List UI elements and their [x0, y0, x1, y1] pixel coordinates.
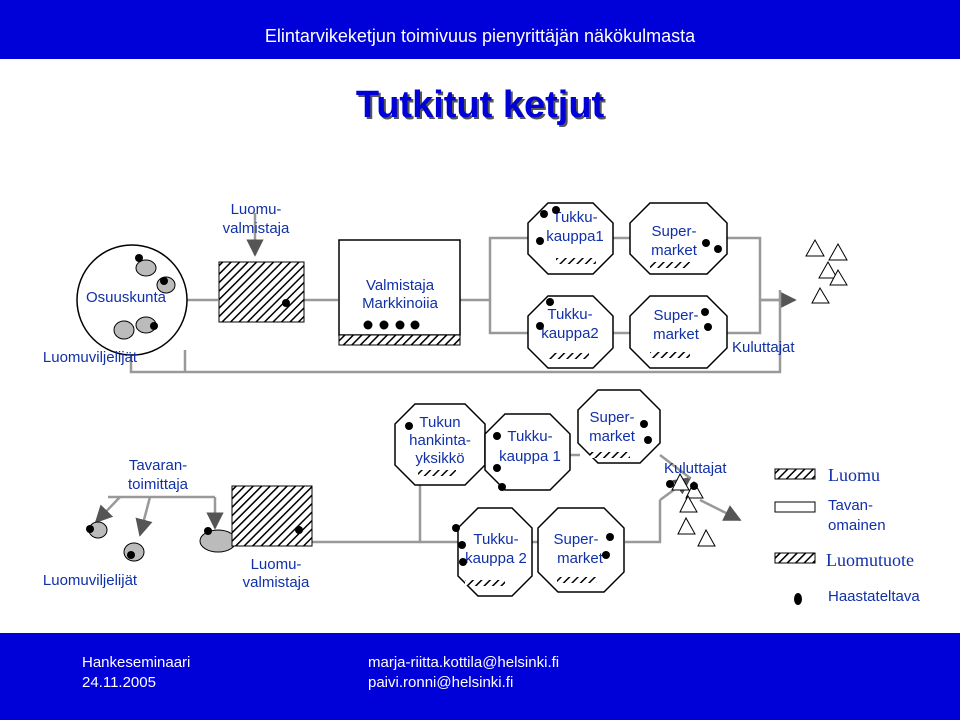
chain2-kuluttajat-node [671, 472, 716, 547]
chain1-supermarket-b-line2: market [653, 326, 700, 343]
chain2-tukkukauppa2-line1: Tukku- [473, 531, 518, 548]
chain1-tukkukauppa1-line1: Tukku- [552, 209, 597, 226]
valmistaja-line2: Markkinoiia [362, 295, 439, 312]
tukun-hankinta-line1: Tukun [419, 414, 460, 431]
chain2-supermarket-a-node: Super- market [577, 389, 661, 464]
footer-date: 24.11.2005 [82, 674, 156, 691]
legend-haastateltava-label: Haastateltava [828, 588, 920, 605]
legend-luomu-swatch [774, 468, 816, 480]
chain1-kuluttajat-label: Kuluttajat [732, 339, 795, 356]
legend-tavanomainen-swatch [774, 501, 816, 513]
chain-1: Osuuskunta Luomuviljelijät Luomu- valmis… [43, 201, 848, 374]
chain2-supermarket-b-line2: market [557, 550, 604, 567]
chain2-luomuvalmistaja-line1: Luomu- [251, 556, 302, 573]
tavarantoimittaja-line1: Tavaran- [129, 457, 187, 474]
chain1-tukkukauppa2-node: Tukku- kauppa2 [527, 295, 614, 369]
chain2-luomuvalmistaja-line2: valmistaja [243, 574, 310, 591]
chain2-luomuviljelijat-label: Luomuviljelijät [43, 572, 138, 589]
tukun-hankinta-line2: hankinta- [409, 432, 471, 449]
chain2-tukkukauppa2-node: Tukku- kauppa 2 [452, 507, 533, 597]
tukun-hankinta-line3: yksikkö [415, 450, 464, 467]
footer-email-2[interactable]: paivi.ronni@helsinki.fi [368, 674, 514, 691]
osuuskunta-label: Osuuskunta [86, 289, 167, 306]
legend-luomutuote-swatch [774, 552, 816, 564]
chain2-luomuvalmistaja-node: Luomu- valmistaja [231, 485, 313, 591]
chain2-kuluttajat-label: Kuluttajat [664, 460, 727, 477]
chain2-supermarket-a-line2: market [589, 428, 636, 445]
main-title: Tutkitut ketjut [355, 84, 605, 126]
chain2-supermarket-a-line1: Super- [589, 409, 634, 426]
chain1-supermarket-a-line2: market [651, 242, 698, 259]
footer-right: marja-riitta.kottila@helsinki.fi paivi.r… [368, 653, 559, 693]
tukun-hankintayksikko-node: Tukun hankinta- yksikkö [394, 403, 486, 486]
chain2-tukkukauppa2-line2: kauppa 2 [465, 550, 527, 567]
valmistaja-node: Valmistaja Markkinoiia [338, 239, 461, 346]
legend: Luomu Tavan- omainen Luomutuote Haastate… [774, 465, 920, 605]
chain2-tukkukauppa1-line2: kauppa 1 [499, 448, 561, 465]
legend-haastateltava-dot [794, 593, 802, 605]
chain1-tukkukauppa1-node: Tukku- kauppa1 [527, 202, 614, 275]
chain2-tukkukauppa1-line1: Tukku- [507, 428, 552, 445]
chain1-supermarket-b-node: Super- market [629, 295, 728, 369]
legend-luomu-label: Luomu [828, 465, 880, 485]
chain2-tukkukauppa1-node: Tukku- kauppa 1 [484, 413, 571, 491]
valmistaja-line1: Valmistaja [366, 277, 435, 294]
chain1-supermarket-b-line1: Super- [653, 307, 698, 324]
chain1-luomuviljelijat-label: Luomuviljelijät [43, 349, 138, 366]
chain1-luomuvalmistaja-node: Luomu- valmistaja [218, 201, 305, 323]
chain-2-flows [94, 453, 742, 544]
chain1-luomuvalmistaja-line2: valmistaja [223, 220, 290, 237]
chain2-supermarket-b-line1: Super- [553, 531, 598, 548]
chain1-luomuvalmistaja-line1: Luomu- [231, 201, 282, 218]
osuuskunta-node: Osuuskunta [76, 244, 188, 356]
header-title: Elintarvikeketjun toimivuus pienyrittäjä… [264, 26, 696, 46]
legend-tavanomainen-line1: Tavan- [828, 497, 873, 514]
legend-tavanomainen-line2: omainen [828, 517, 886, 534]
chain1-supermarket-a-node: Super- market [629, 202, 728, 275]
footer-event: Hankeseminaari [82, 654, 191, 671]
chain1-tukkukauppa2-line1: Tukku- [547, 306, 592, 323]
legend-luomutuote-label: Luomutuote [826, 550, 914, 570]
chain2-supermarket-b-node: Super- market [537, 507, 625, 593]
footer-left: Hankeseminaari 24.11.2005 [82, 653, 190, 693]
footer-email-1[interactable]: marja-riitta.kottila@helsinki.fi [368, 654, 560, 671]
chain1-supermarket-a-line1: Super- [651, 223, 696, 240]
chain1-tukkukauppa1-line2: kauppa1 [546, 228, 604, 245]
chain1-tukkukauppa2-line2: kauppa2 [541, 325, 599, 342]
chain-2: Tavaran- toimittaja Luomuviljelijät Luom… [43, 389, 742, 597]
chain2-farmers [86, 521, 237, 562]
chain1-kuluttajat-node [805, 238, 848, 304]
tavarantoimittaja-line2: toimittaja [128, 476, 189, 493]
